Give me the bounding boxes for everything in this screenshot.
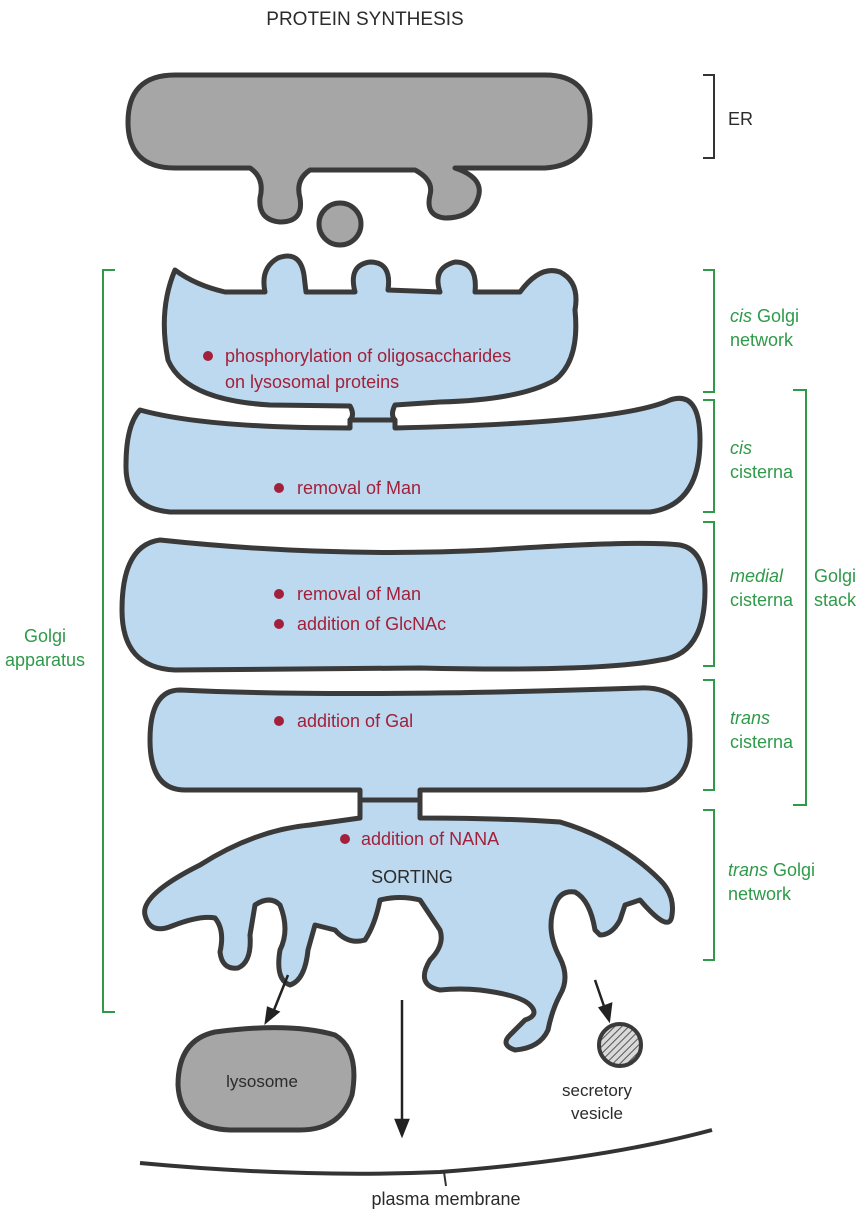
secretory-vesicle-label-line2: vesicle [571,1104,623,1123]
golgi-apparatus-bracket [103,270,115,1012]
plasma-membrane-label: plasma membrane [371,1189,520,1209]
process-dot-cis [274,483,284,493]
plasma-membrane-pointer [444,1172,446,1186]
cis-cisterna-label-line1: cis [730,438,752,458]
plasma-membrane [140,1130,712,1174]
trans-golgi-network-label-line1: trans Golgi [728,860,815,880]
process-dot-cgn [203,351,213,361]
secretory-vesicle-label-line1: secretory [562,1081,632,1100]
process-medial-2: addition of GlcNAc [297,614,446,634]
trans-cisterna [150,688,690,800]
medial-cisterna-label-line2: cisterna [730,590,794,610]
right-brackets [703,270,806,960]
process-cgn-line1: phosphorylation of oligosaccharides [225,346,511,366]
process-tgn: addition of NANA [361,829,499,849]
lysosome-label: lysosome [226,1072,298,1091]
golgi-stack-label-line2: stack [814,590,857,610]
golgi-apparatus-label-line2: apparatus [5,650,85,670]
secretory-vesicle [599,1024,641,1066]
cis-cisterna-label-line2: cisterna [730,462,794,482]
process-cis: removal of Man [297,478,421,498]
process-medial-1: removal of Man [297,584,421,604]
process-dot-medial-2 [274,619,284,629]
diagram-title: PROTEIN SYNTHESIS [266,9,463,30]
trans-cisterna-label-line1: trans [730,708,770,728]
process-cgn-line2: on lysosomal proteins [225,372,399,392]
golgi-apparatus-label-line1: Golgi [24,626,66,646]
trans-cisterna-label-line2: cisterna [730,732,794,752]
process-dot-tgn [340,834,350,844]
process-dot-trans [274,716,284,726]
trans-golgi-network-label-line2: network [728,884,792,904]
cis-golgi-network-label-line2: network [730,330,794,350]
er-bracket [703,75,714,158]
medial-cisterna [122,540,705,670]
cis-golgi-network-label-line1: cis Golgi [730,306,799,326]
process-dot-medial-1 [274,589,284,599]
process-trans: addition of Gal [297,711,413,731]
sorting-label: SORTING [371,867,453,887]
transport-vesicle [319,203,361,245]
endoplasmic-reticulum [128,75,590,222]
er-label: ER [728,109,753,129]
medial-cisterna-label-line1: medial [730,566,784,586]
cis-golgi-network [164,256,576,420]
golgi-stack-label-line1: Golgi [814,566,856,586]
